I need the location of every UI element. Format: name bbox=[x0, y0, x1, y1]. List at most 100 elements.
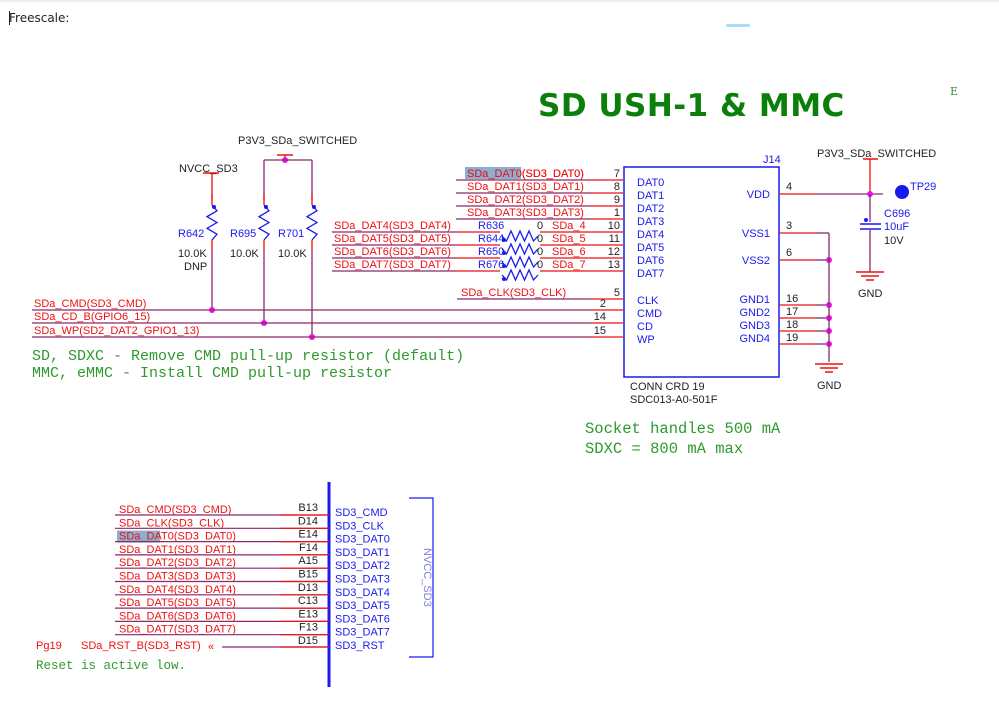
resistor-note: DNP bbox=[184, 261, 207, 273]
net-label: SDa_DAT1(SD3_DAT1) bbox=[119, 544, 236, 556]
soc-pin-name: SD3_DAT7 bbox=[335, 627, 390, 639]
selection-highlight bbox=[465, 167, 521, 179]
net-label: SDa_DAT2(SD3_DAT2) bbox=[119, 557, 236, 569]
resistor-r636 bbox=[501, 229, 539, 243]
connector-part-number: SDC013-A0-501F bbox=[630, 394, 718, 406]
net-label: SDa_7 bbox=[552, 259, 586, 271]
testpoint-tp29 bbox=[895, 185, 909, 199]
connector-pin-name: DAT5 bbox=[637, 242, 664, 254]
net-label: SDa_6 bbox=[552, 246, 586, 258]
testpoint-label: TP29 bbox=[910, 181, 936, 193]
connector-pin-name: CD bbox=[637, 321, 653, 333]
text-cursor bbox=[9, 11, 10, 25]
ball-number: E13 bbox=[298, 608, 318, 620]
net-label: SDa_DAT0(SD3_DAT0) bbox=[467, 168, 584, 180]
top-border bbox=[0, 0, 999, 2]
net-label: SDa_DAT0(SD3_DAT0) bbox=[119, 531, 236, 543]
pin-number: 1 bbox=[614, 207, 620, 219]
offpage-connector-icon: « bbox=[208, 641, 214, 653]
pin-number: 17 bbox=[786, 306, 798, 318]
pin-number: 19 bbox=[786, 332, 798, 344]
ball-number: C13 bbox=[298, 595, 318, 607]
connector-ref: J14 bbox=[763, 154, 781, 166]
p3v3-label-left: P3V3_SDa_SWITCHED bbox=[238, 135, 357, 147]
soc-pin-name: SD3_CMD bbox=[335, 507, 388, 519]
net-label: SDa_DAT7(SD3_DAT7) bbox=[334, 259, 451, 271]
connector-pin-name: DAT3 bbox=[637, 216, 664, 228]
net-label: SDa_DAT1(SD3_DAT1) bbox=[467, 181, 584, 193]
gnd-label: GND bbox=[858, 288, 883, 300]
net-label: SDa_RST_B(SD3_RST) bbox=[81, 640, 201, 652]
soc-pin-name: SD3_DAT3 bbox=[335, 574, 390, 586]
pin1-dot bbox=[212, 205, 216, 209]
net-label: SDa_WP(SD2_DAT2_GPIO1_13) bbox=[34, 325, 199, 337]
scroll-indicator bbox=[726, 24, 750, 27]
resistor-r701 bbox=[305, 204, 319, 241]
resistor-r650 bbox=[501, 255, 539, 269]
pin-number: 2 bbox=[600, 298, 606, 310]
edge-mark: E bbox=[950, 85, 959, 98]
connector-pin-name: GND3 bbox=[739, 320, 770, 332]
net-label: SDa_5 bbox=[552, 233, 586, 245]
capacitor-ref: C696 bbox=[884, 208, 910, 220]
soc-pin-name: SD3_DAT6 bbox=[335, 613, 390, 625]
net-label: SDa_DAT5(SD3_DAT5) bbox=[119, 597, 236, 609]
net-label: SDa_CMD(SD3_CMD) bbox=[34, 298, 146, 310]
pin1-dot bbox=[502, 264, 506, 268]
resistor-ref: R676 bbox=[478, 259, 504, 271]
connector-pin-name: GND1 bbox=[739, 294, 770, 306]
pin-number: 3 bbox=[786, 220, 792, 232]
resistor-ref: R644 bbox=[478, 233, 504, 245]
pin-number: 11 bbox=[609, 233, 620, 245]
capacitor-voltage: 10V bbox=[884, 235, 904, 247]
net-label: SDa_DAT6(SD3_DAT6) bbox=[119, 610, 236, 622]
connector-pin-name: CMD bbox=[637, 308, 662, 320]
pin1-dot bbox=[264, 205, 268, 209]
pin-number: 6 bbox=[786, 247, 792, 259]
connector-pin-name: DAT4 bbox=[637, 229, 664, 241]
pin1-dot bbox=[502, 277, 506, 281]
selection-highlight bbox=[117, 530, 160, 543]
pin-number: 7 bbox=[614, 168, 620, 180]
resistor-value: 10.0K bbox=[278, 248, 307, 260]
net-label: SDa_CLK(SD3_CLK) bbox=[461, 287, 566, 299]
connector-pin-name: VSS1 bbox=[742, 228, 770, 240]
ball-number: D14 bbox=[298, 515, 318, 527]
resistor-value: 0 bbox=[537, 233, 543, 245]
capacitor-polarity-dot bbox=[864, 218, 868, 222]
rail-label: NVCC_SD3 bbox=[421, 548, 433, 607]
resistor-value: 0 bbox=[537, 246, 543, 258]
ball-number: D13 bbox=[298, 582, 318, 594]
pin-number: 8 bbox=[614, 181, 620, 193]
net-label: SDa_DAT7(SD3_DAT7) bbox=[119, 624, 236, 636]
connector-pin-name: DAT0 bbox=[637, 177, 664, 189]
net-label: SDa_DAT5(SD3_DAT5) bbox=[334, 233, 451, 245]
ball-number: F13 bbox=[299, 622, 318, 634]
rail-bracket bbox=[409, 497, 434, 658]
connector-pin-name: DAT6 bbox=[637, 255, 664, 267]
connector-pin-name: VDD bbox=[747, 189, 770, 201]
net-label: SDa_CMD(SD3_CMD) bbox=[119, 504, 231, 516]
ball-number: B15 bbox=[298, 569, 318, 581]
soc-pin-name: SD3_DAT4 bbox=[335, 587, 390, 599]
net-label: SDa_CD_B(GPIO6_15) bbox=[34, 311, 150, 323]
p3v3-label-right: P3V3_SDa_SWITCHED bbox=[817, 148, 936, 160]
pin-number: 16 bbox=[786, 293, 798, 305]
resistor-value: 0 bbox=[537, 259, 543, 271]
net-label: SDa_DAT3(SD3_DAT3) bbox=[467, 207, 584, 219]
resistor-r695 bbox=[257, 204, 271, 241]
header-label: Freescale: bbox=[9, 11, 70, 25]
resistor-r676 bbox=[501, 268, 539, 282]
connector-part-name: CONN CRD 19 bbox=[630, 381, 705, 393]
connector-pin-name: CLK bbox=[637, 295, 659, 307]
net-label: SDa_CLK(SD3_CLK) bbox=[119, 517, 224, 529]
soc-pin-name: SD3_CLK bbox=[335, 520, 385, 532]
net-label: SDa_4 bbox=[552, 220, 586, 232]
soc-pin-name: SD3_RST bbox=[335, 640, 385, 652]
resistor-ref: R695 bbox=[230, 228, 256, 240]
page-title: SD USH-1 & MMC bbox=[538, 88, 845, 124]
pin-number: 10 bbox=[608, 220, 620, 232]
resistor-ref: R701 bbox=[278, 228, 304, 240]
pin-number: 5 bbox=[614, 287, 620, 299]
